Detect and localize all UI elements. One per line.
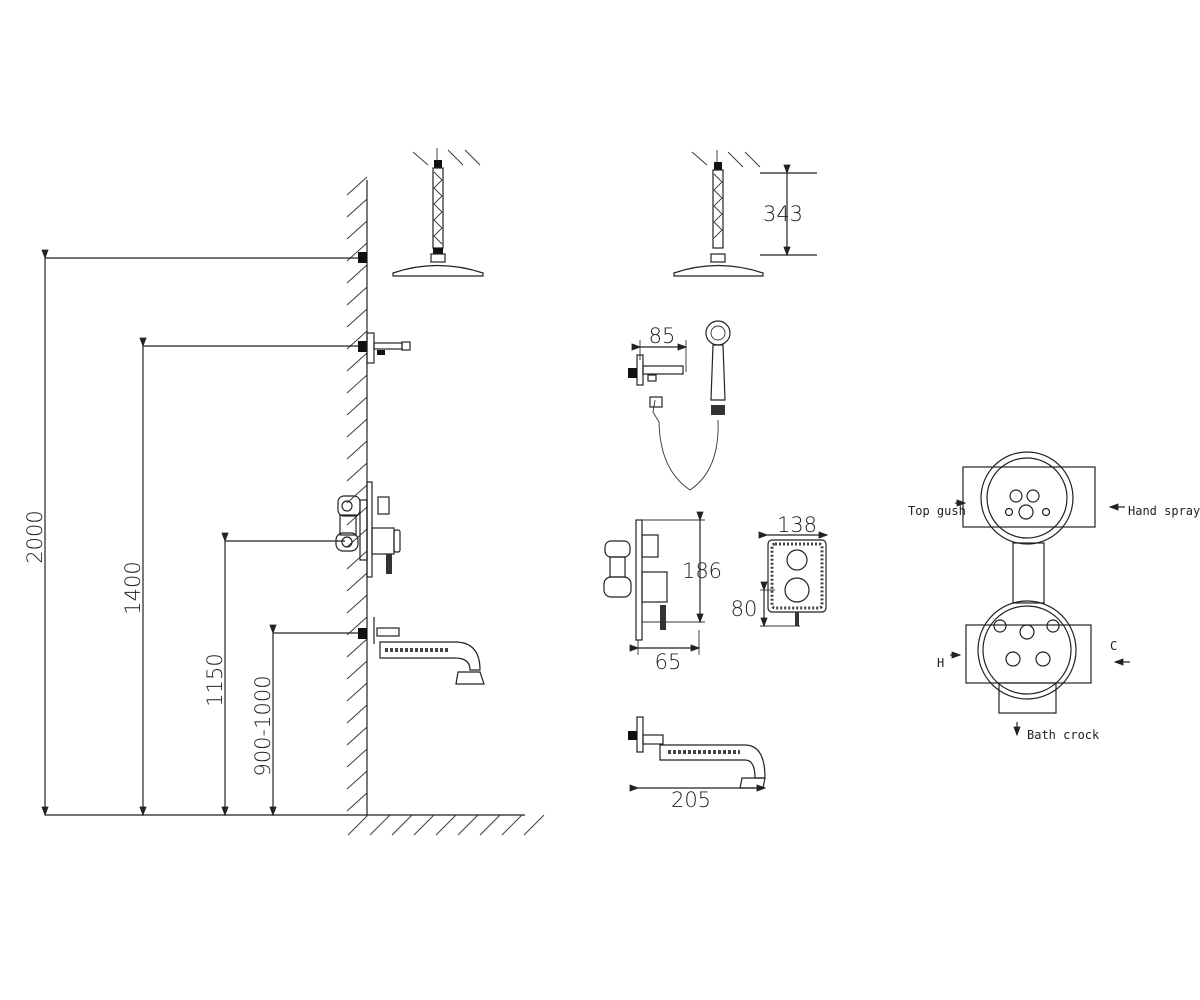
dimension-205: 205 [671, 788, 711, 812]
dimension-85: 85 [649, 324, 676, 348]
hand-shower-detail: 85 [628, 320, 731, 491]
wall-fittings [358, 252, 367, 639]
svg-text:900-1000: 900-1000 [251, 675, 275, 776]
floor [45, 814, 545, 836]
hand-shower-holder-side [366, 332, 411, 364]
overhead-shower-detail: 343 [673, 150, 817, 277]
valve-body-diagram: Top gush Hand spray H C Bath crock [908, 451, 1200, 742]
overhead-shower-side [392, 148, 484, 277]
label-hot-inlet: H [937, 656, 944, 670]
dimension-186: 186 [682, 559, 722, 583]
dimension-80: 80 [731, 597, 758, 621]
height-dimension-900-1000: 900-1000 [251, 624, 362, 817]
svg-text:1150: 1150 [203, 653, 227, 706]
label-top-gush: Top gush [908, 504, 966, 518]
svg-text:2000: 2000 [23, 510, 47, 563]
label-hand-spray: Hand spray [1128, 504, 1200, 518]
height-dimension-1400: 1400 [121, 337, 362, 817]
mixer-valve-detail: 186 65 [603, 511, 722, 674]
label-cold-inlet: C [1110, 639, 1117, 653]
bath-spout-detail: 205 [628, 716, 767, 812]
height-dimension-1150: 1150 [203, 532, 345, 817]
mixer-valve-side [335, 481, 401, 578]
label-bath-crock: Bath crock [1027, 728, 1100, 742]
dimension-343: 343 [763, 202, 803, 226]
svg-text:1400: 1400 [121, 561, 145, 614]
dimension-65: 65 [655, 650, 682, 674]
cover-plate-detail: 138 80 [731, 513, 829, 628]
dimension-138: 138 [777, 513, 817, 537]
height-dimension-2000: 2000 [23, 249, 362, 817]
bath-spout-side [373, 617, 485, 685]
